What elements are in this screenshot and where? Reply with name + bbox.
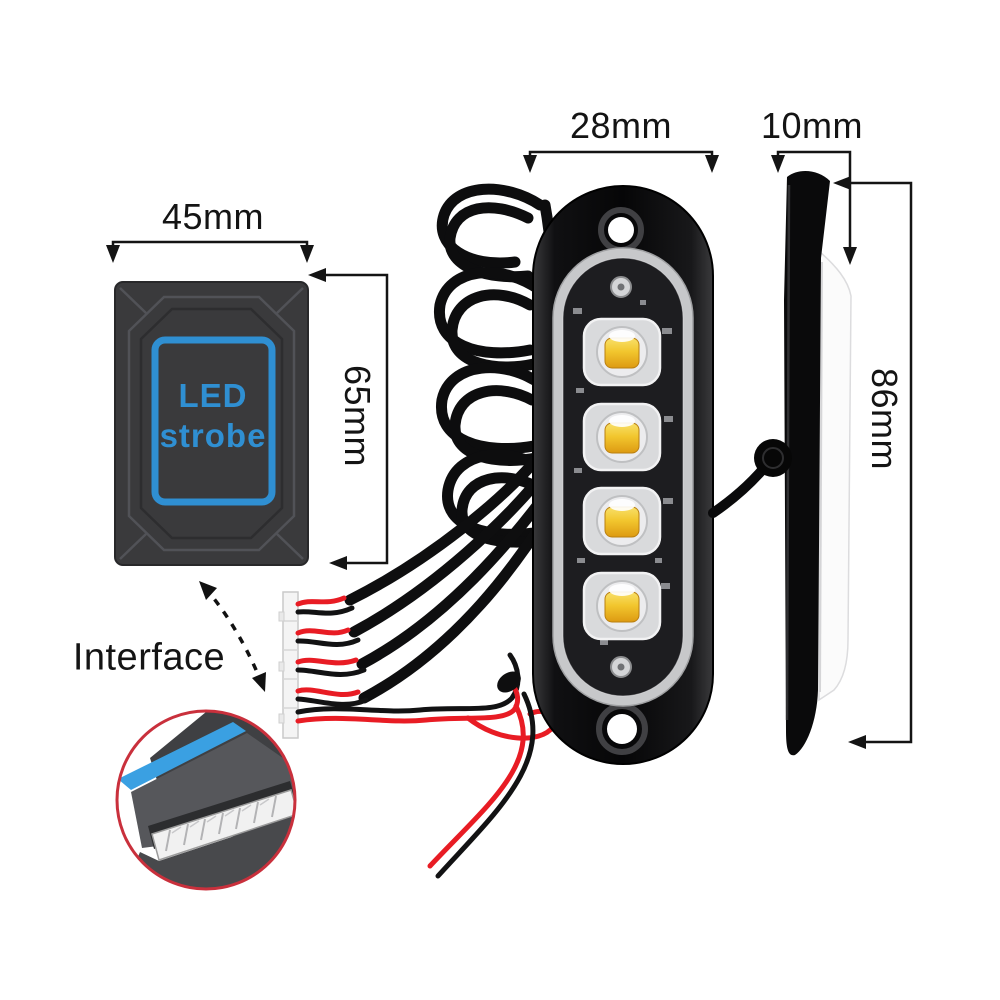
connector-strip [278,591,299,739]
controller-box-label-line2: strobe [159,417,267,454]
mount-cable [708,463,769,518]
dimension-label-front-width: 28mm [569,105,673,146]
inset-blue-stripe [118,722,246,790]
wire-coil-highlights [457,215,528,511]
dimension-arrowheads [106,155,866,749]
wire-knot [497,671,521,693]
dimension-label-light-height: 86mm [864,367,905,471]
controller-box-graphic [114,281,309,566]
interface-label: Interface [72,636,226,679]
side-view-lens [818,250,852,702]
power-wires [295,652,557,879]
led-emitter [582,486,662,556]
side-view-light [708,171,852,756]
front-view-light [532,185,714,765]
controller-box-screen-frame [151,336,276,506]
led-emitter [582,571,662,641]
dimension-label-box-height: 65mm [337,364,378,468]
led-emitter [582,317,662,387]
controller-box-label-line1: LED [178,377,248,414]
wire-pairs [295,595,369,707]
inset-circle-border [115,709,297,891]
dimension-label-side-depth: 10mm [760,105,864,146]
mount-knob [754,439,792,477]
led-emitter [582,402,662,472]
led-array [582,317,662,641]
interface-arrow [199,581,266,692]
lens-screws [610,276,632,678]
harness-cables [344,449,558,704]
mounting-hole-top [608,217,634,243]
inset-socket-strip [151,789,295,861]
side-view-housing [784,171,830,756]
mounting-hole-bottom [607,714,637,744]
connector-inset [115,709,297,891]
dimension-label-box-width: 45mm [161,196,265,237]
controller-box-label: LED strobe [160,376,267,456]
